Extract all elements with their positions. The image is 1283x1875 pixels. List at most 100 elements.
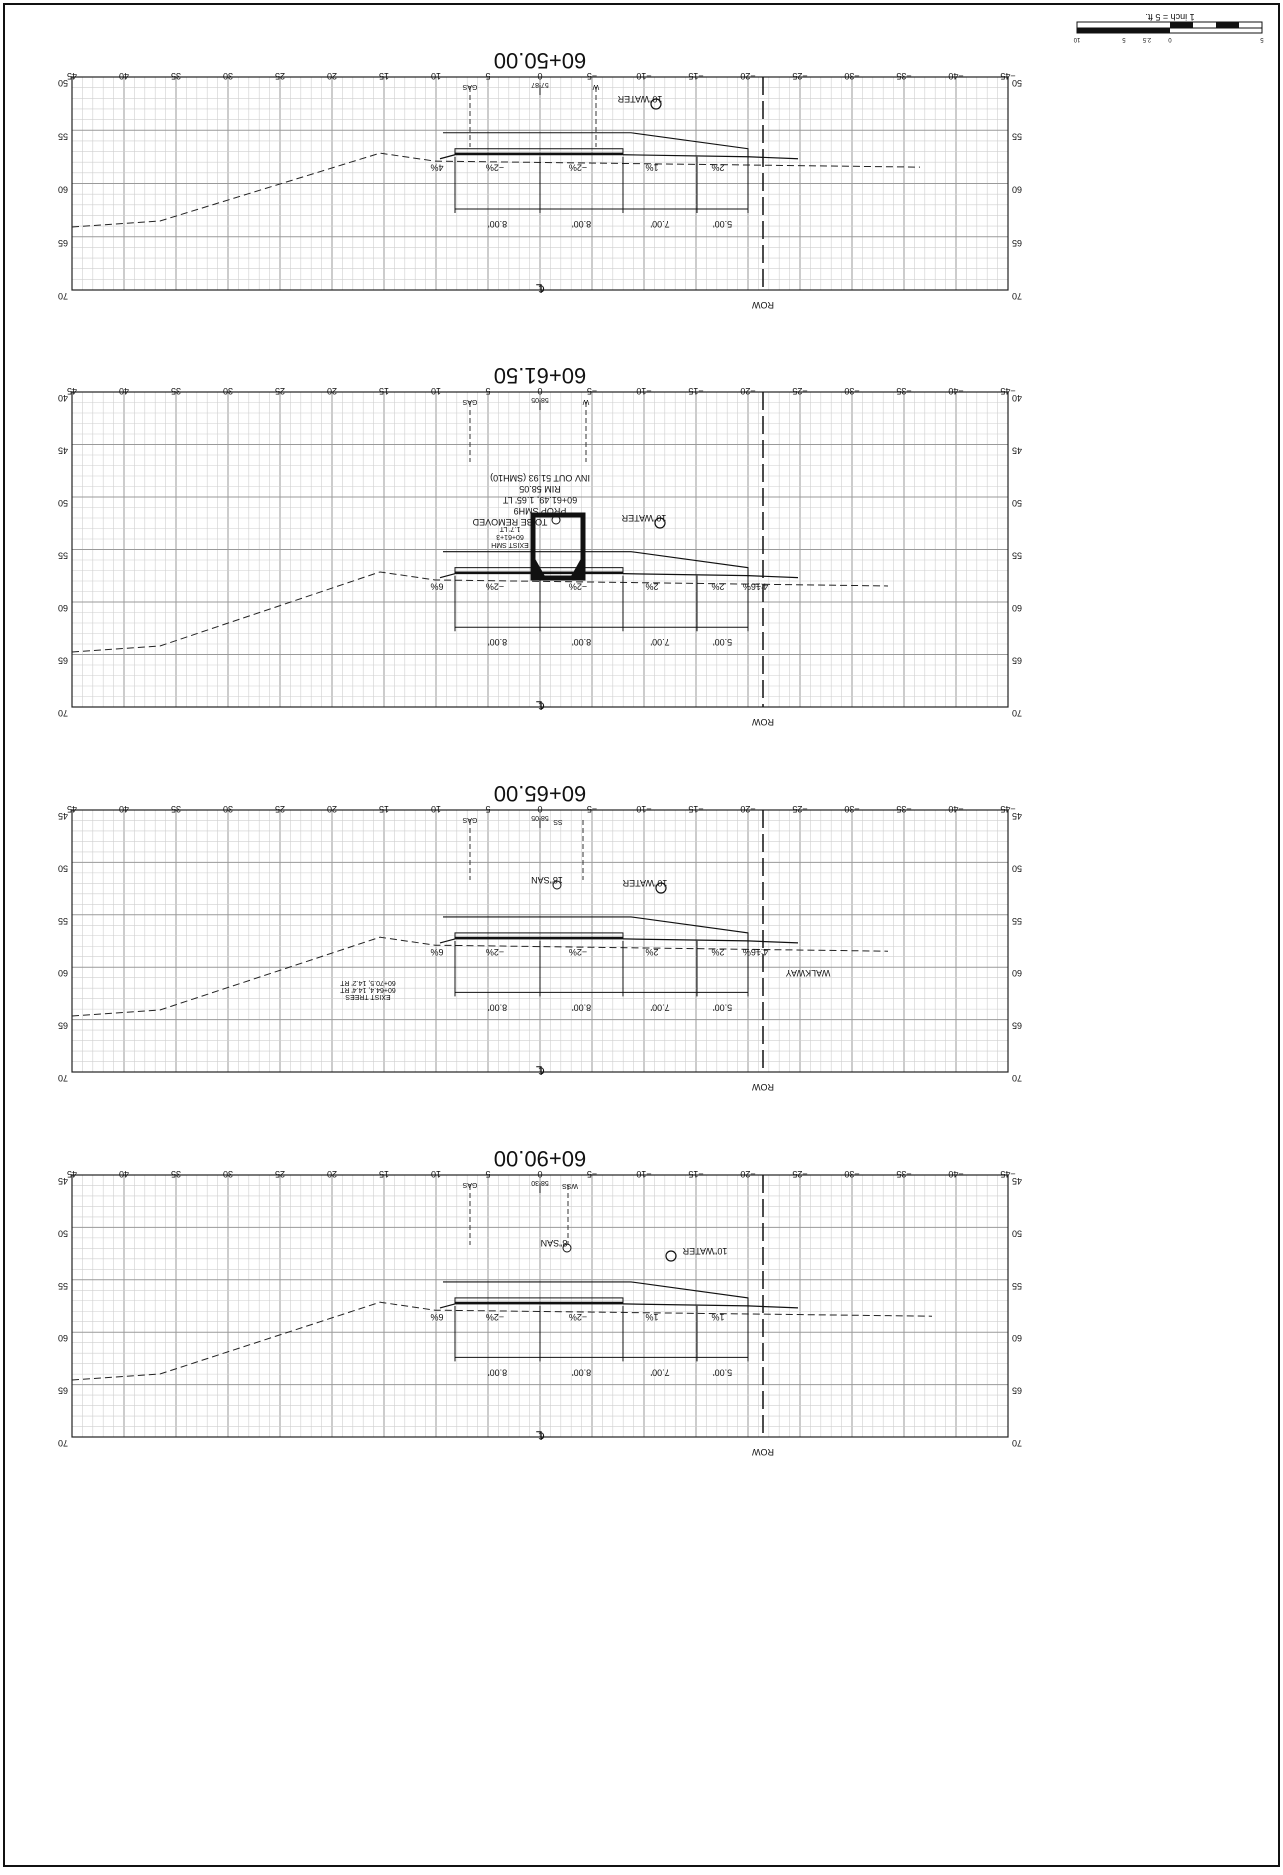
x-tick-label: −35 bbox=[896, 386, 911, 396]
dimension-label: 5.00' bbox=[713, 1002, 733, 1012]
slope-label: −2% bbox=[486, 163, 504, 173]
note-water: 10"WATER bbox=[682, 1246, 727, 1256]
x-tick-label: 30 bbox=[223, 804, 233, 814]
dimension-label: 8.00' bbox=[488, 219, 508, 229]
y-tick-label: 50 bbox=[58, 863, 68, 873]
x-tick-label: 10 bbox=[431, 71, 441, 81]
x-tick-label: −5 bbox=[587, 804, 597, 814]
dimension-label: 8.00' bbox=[488, 1002, 508, 1012]
y-tick-label: 60 bbox=[1012, 1333, 1022, 1343]
x-tick-label: −5 bbox=[587, 71, 597, 81]
x-tick-label: −40 bbox=[948, 71, 963, 81]
centerline-symbol: ℄ bbox=[536, 1428, 545, 1442]
x-tick-label: −40 bbox=[948, 1169, 963, 1179]
x-tick-label: 40 bbox=[119, 1169, 129, 1179]
dimension-line bbox=[454, 940, 749, 997]
note-water: 10"WATER bbox=[621, 513, 666, 523]
proposed-road-section bbox=[439, 916, 799, 944]
centerline-symbol: ℄ bbox=[536, 698, 545, 712]
slope-label: −6% bbox=[743, 582, 761, 592]
y-tick-label: 70 bbox=[1012, 1073, 1022, 1083]
x-tick-label: −30 bbox=[844, 71, 859, 81]
x-tick-label: 20 bbox=[327, 386, 337, 396]
slope-label: 4% bbox=[430, 163, 443, 173]
x-tick-label: 10 bbox=[431, 386, 441, 396]
proposed-road-section bbox=[439, 132, 799, 160]
x-tick-label: −20 bbox=[740, 1169, 755, 1179]
slope-label: 1% bbox=[711, 1312, 724, 1322]
x-tick-label: 30 bbox=[223, 1169, 233, 1179]
dimension-line bbox=[454, 156, 749, 214]
water-line-label: W bbox=[582, 398, 589, 405]
water-pipe-icon bbox=[654, 517, 666, 529]
slope-label: −2% bbox=[569, 947, 587, 957]
scale-bar-label: 1 inch = 5 ft. bbox=[1145, 12, 1194, 22]
existing-ground-line bbox=[71, 936, 889, 1017]
x-tick-label: 40 bbox=[119, 804, 129, 814]
slope-label: 2% bbox=[645, 947, 658, 957]
scale-tick-label: 5 bbox=[1122, 36, 1126, 42]
x-tick-label: −45 bbox=[1000, 71, 1015, 81]
y-tick-label: 45 bbox=[1012, 446, 1022, 456]
dimension-label: 8.00' bbox=[572, 1367, 592, 1377]
dimension-label: 8.00' bbox=[488, 1367, 508, 1377]
x-tick-label: 45 bbox=[67, 71, 77, 81]
water-line-label: W bbox=[592, 83, 599, 90]
x-tick-label: −45 bbox=[1000, 1169, 1015, 1179]
x-tick-label: 35 bbox=[171, 804, 181, 814]
grid-frame bbox=[71, 76, 1009, 291]
y-tick-label: 65 bbox=[58, 1386, 68, 1396]
x-tick-label: −35 bbox=[896, 804, 911, 814]
note-proposed-manhole: 60+61.49, 1.65' LT bbox=[502, 495, 577, 505]
note-existing-manhole: 1.7' LT bbox=[499, 525, 520, 532]
slope-label: 2% bbox=[711, 163, 724, 173]
dimension-label: 5.00' bbox=[713, 637, 733, 647]
x-tick-label: −25 bbox=[792, 71, 807, 81]
x-tick-label: −30 bbox=[844, 386, 859, 396]
x-tick-label: −5 bbox=[587, 1169, 597, 1179]
row-label: ROW bbox=[752, 300, 775, 310]
centerline-elevation: 58.30 bbox=[531, 1179, 549, 1186]
existing-ground-line bbox=[71, 152, 921, 228]
manhole-structure bbox=[530, 512, 586, 581]
y-tick-label: 40 bbox=[1012, 393, 1022, 403]
x-tick-label: 15 bbox=[379, 71, 389, 81]
x-tick-label: −10 bbox=[636, 1169, 651, 1179]
y-tick-label: 65 bbox=[1012, 1021, 1022, 1031]
y-tick-label: 45 bbox=[58, 446, 68, 456]
x-tick-label: 10 bbox=[431, 804, 441, 814]
y-tick-label: 45 bbox=[58, 1176, 68, 1186]
dimension-line bbox=[454, 1305, 749, 1362]
scale-tick-label: 10 bbox=[1073, 36, 1080, 42]
x-tick-label: −15 bbox=[688, 1169, 703, 1179]
note-proposed-manhole: PROP SMH9 bbox=[514, 506, 567, 516]
x-tick-label: −25 bbox=[792, 386, 807, 396]
slope-label: −2% bbox=[569, 163, 587, 173]
y-tick-label: 50 bbox=[1012, 863, 1022, 873]
y-tick-label: 60 bbox=[1012, 968, 1022, 978]
gas-line-label: GAS bbox=[462, 83, 477, 90]
x-tick-label: 10 bbox=[431, 1169, 441, 1179]
x-tick-label: 35 bbox=[171, 71, 181, 81]
x-tick-label: 35 bbox=[171, 1169, 181, 1179]
y-tick-label: 70 bbox=[1012, 708, 1022, 718]
slope-label: 1% bbox=[645, 163, 658, 173]
note-sanitary: 18"SAN bbox=[531, 875, 563, 885]
y-tick-label: 45 bbox=[58, 811, 68, 821]
y-tick-label: 55 bbox=[1012, 916, 1022, 926]
slope-label: 2% bbox=[645, 582, 658, 592]
x-tick-label: 15 bbox=[379, 1169, 389, 1179]
x-tick-label: −15 bbox=[688, 804, 703, 814]
y-tick-label: 65 bbox=[1012, 656, 1022, 666]
slope-label: −2% bbox=[486, 582, 504, 592]
x-tick-label: 20 bbox=[327, 804, 337, 814]
slope-label: 2% bbox=[711, 947, 724, 957]
dimension-label: 5.00' bbox=[713, 1367, 733, 1377]
y-tick-label: 65 bbox=[1012, 238, 1022, 248]
dimension-line bbox=[454, 575, 749, 632]
water-pipe-icon bbox=[655, 882, 667, 894]
